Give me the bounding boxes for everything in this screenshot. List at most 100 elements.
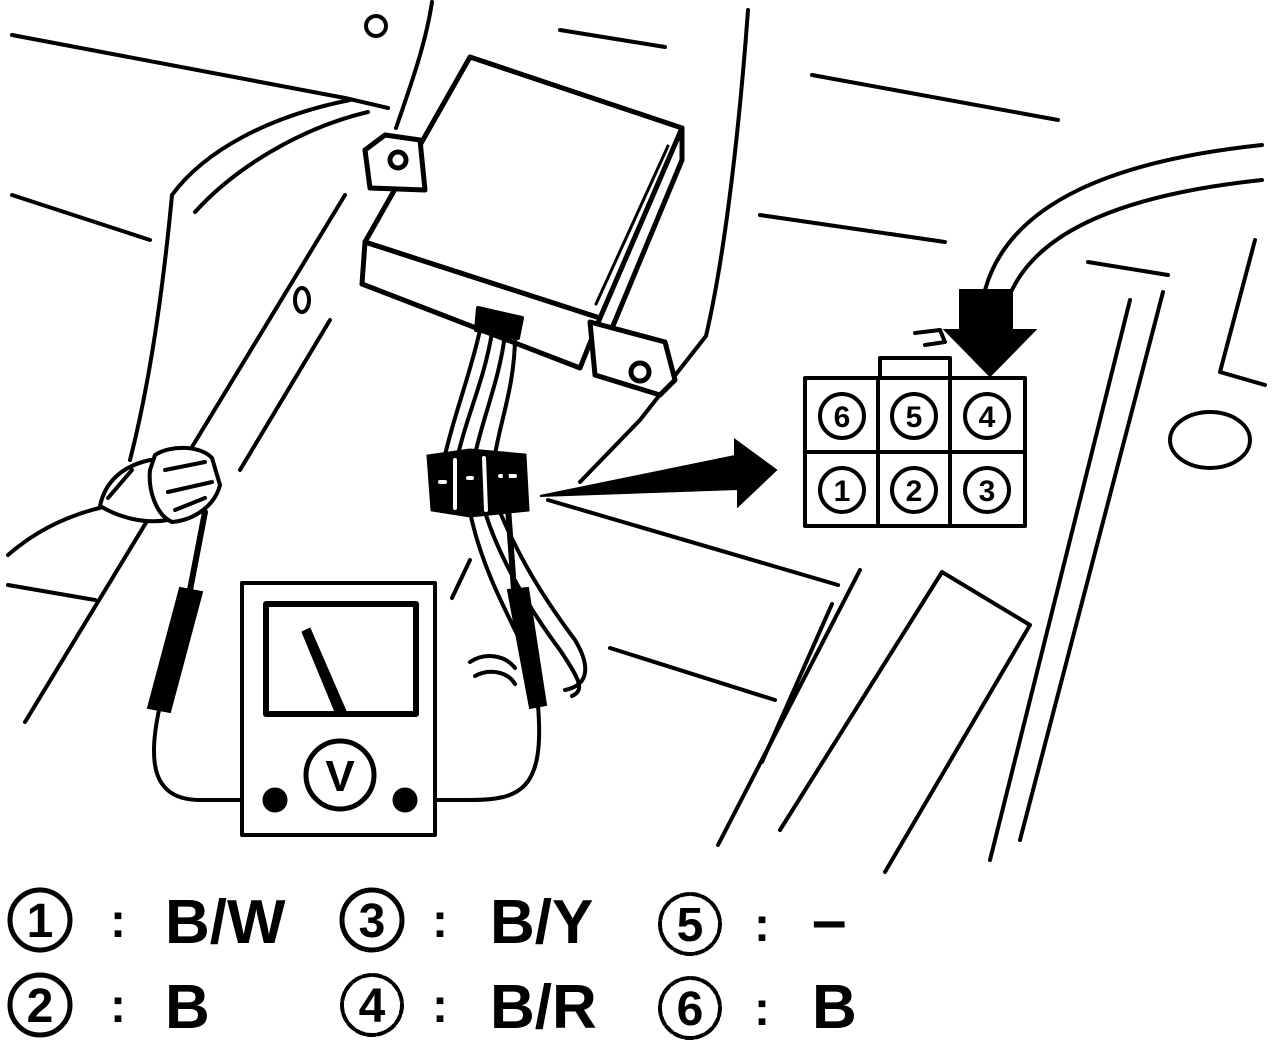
- legend-wire-color: B/Y: [490, 888, 593, 957]
- legend-entry: 3 : B/Y: [339, 887, 593, 957]
- connector-diagram: 6 5 4 1 2 3: [803, 328, 1027, 528]
- probe-right-tip: [502, 463, 517, 593]
- meter-needle: [301, 627, 347, 713]
- panel-line: [6, 504, 110, 557]
- control-unit: [359, 54, 685, 398]
- harness-wire: [443, 328, 482, 457]
- legend-pin-number: 3: [359, 895, 386, 948]
- legend-wire-color: B: [812, 973, 857, 1042]
- sensor-wire: [983, 143, 1264, 292]
- mounting-tab-right: [587, 319, 678, 398]
- pin-2: 2: [890, 466, 938, 514]
- panel-line: [578, 8, 750, 484]
- legend-separator: :: [432, 895, 448, 948]
- panel-line: [10, 193, 152, 242]
- background-panel-lines: [6, 0, 1267, 874]
- harness-wire: [473, 332, 507, 457]
- legend-pin-circle: [658, 976, 722, 1040]
- control-unit-inner-edge: [594, 144, 670, 306]
- panel-hole: [1168, 410, 1252, 470]
- legend-pin-number: 2: [27, 980, 54, 1033]
- panel-line: [758, 213, 947, 244]
- panel-line: [760, 602, 834, 764]
- pin-label: 1: [834, 475, 851, 508]
- pin-1: 1: [818, 466, 866, 514]
- mounting-hole: [628, 360, 652, 384]
- pin-circle: [890, 466, 938, 514]
- harness-wire: [468, 510, 522, 642]
- panel-line: [810, 73, 1060, 122]
- pin-4: 4: [963, 392, 1011, 440]
- test-lead-right: [410, 704, 542, 802]
- panel-line: [394, 0, 434, 130]
- harness-exit: [474, 306, 524, 340]
- legend-pin-number: 4: [359, 980, 386, 1033]
- probe-right: [502, 463, 548, 710]
- panel-line: [988, 298, 1132, 862]
- panel-hole: [364, 14, 388, 38]
- legend-pin-circle: [7, 887, 73, 953]
- panel-line: [1018, 290, 1165, 842]
- alligator-clip: [147, 445, 222, 524]
- pin-label: 2: [906, 475, 923, 508]
- panel-line: [450, 558, 472, 600]
- pin-circle: [818, 392, 866, 440]
- panel-line: [546, 498, 840, 587]
- legend-pin-number: 6: [677, 983, 704, 1036]
- hand-right: [468, 654, 517, 686]
- hand-with-clip: [98, 445, 222, 524]
- harness-connector: [426, 448, 530, 518]
- terminal-negative: [262, 787, 288, 813]
- legend-separator: :: [110, 980, 126, 1033]
- wire-harness: [443, 306, 588, 698]
- legend-entry: 1 : B/W: [7, 887, 286, 957]
- pin-3: 3: [963, 466, 1011, 514]
- legend-entry: 4 : B/R: [340, 973, 597, 1042]
- connector-latch: [913, 328, 947, 347]
- legend-pin-circle: [658, 892, 722, 956]
- legend-wire-color: B/R: [490, 973, 597, 1042]
- legend-wire-color: B: [165, 973, 210, 1042]
- wire-color-legend: 1 : B/W 3 : B/Y 5 : – 2 : B 4 : B/R: [7, 886, 857, 1042]
- probe-left-handle: [146, 586, 204, 714]
- control-unit-side-edge: [602, 125, 685, 348]
- panel-line: [558, 28, 667, 49]
- harness-wire: [493, 334, 517, 457]
- pin-label: 3: [979, 475, 996, 508]
- legend-separator: :: [754, 983, 770, 1036]
- pin-circle: [963, 392, 1011, 440]
- pin-circle: [890, 392, 938, 440]
- probe-left-tip: [187, 509, 208, 593]
- legend-entry: 5 : –: [658, 886, 846, 956]
- pointer-arrow: [539, 438, 778, 509]
- hand-detail: [106, 468, 134, 500]
- panel-line: [10, 33, 390, 110]
- legend-pin-circle: [340, 973, 404, 1037]
- panel-hole: [293, 286, 311, 314]
- test-leads: [152, 704, 542, 802]
- harness-wire: [498, 510, 588, 692]
- legend-wire-color: B/W: [165, 888, 286, 957]
- legend-entry: 6 : B: [658, 973, 857, 1042]
- legend-separator: :: [432, 980, 448, 1033]
- terminal-positive: [392, 787, 418, 813]
- voltage-symbol: V: [325, 752, 355, 801]
- legend-wire-color: –: [812, 886, 846, 955]
- panel-line: [170, 98, 352, 197]
- pin-label: 5: [906, 401, 923, 434]
- connector-grid: [803, 376, 1027, 528]
- panel-line: [238, 318, 332, 472]
- legend-pin-number: 5: [677, 899, 704, 952]
- legend-pin-circle: [7, 972, 73, 1038]
- mounting-hole: [387, 149, 409, 171]
- mounting-tab-left: [362, 132, 428, 193]
- legend-pin-circle: [339, 887, 405, 953]
- meter-display: [263, 601, 419, 717]
- pin-label: 6: [834, 401, 851, 434]
- legend-pin-number: 1: [27, 895, 54, 948]
- panel-line: [608, 646, 777, 702]
- pin-5: 5: [890, 392, 938, 440]
- clip-detail: [163, 460, 214, 512]
- panel-line: [6, 583, 97, 602]
